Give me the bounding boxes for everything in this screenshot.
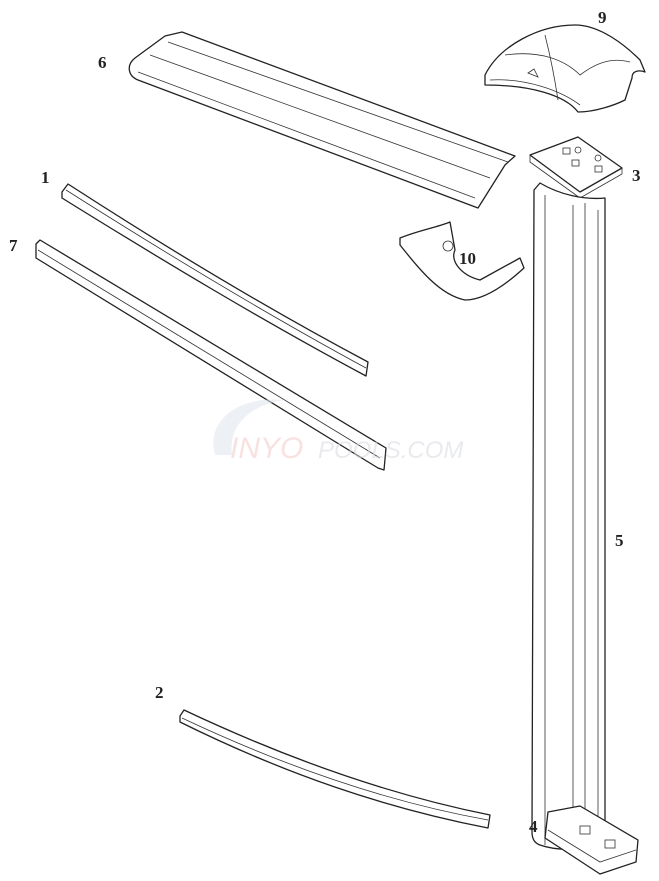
callout-6: 6 (98, 53, 107, 72)
part-7-stabilizer-rail[interactable] (35, 239, 387, 471)
part-10-cap-bracket[interactable] (399, 221, 525, 301)
part-4-bottom-plate[interactable] (544, 805, 639, 875)
callout-7: 7 (9, 236, 18, 255)
part-6-top-rail[interactable] (128, 31, 516, 209)
part-5-upright[interactable] (531, 182, 606, 850)
callout-10: 10 (459, 249, 476, 268)
part-9-top-cap[interactable] (484, 24, 646, 113)
part-2-bottom-track[interactable] (179, 709, 491, 829)
callout-5: 5 (615, 531, 624, 550)
watermark-text-inyo: INYO (230, 432, 303, 465)
watermark-text-pools: POOLS.COM (318, 437, 463, 464)
callout-2: 2 (155, 683, 164, 702)
callout-4: 4 (529, 817, 538, 836)
callout-9: 9 (598, 8, 607, 27)
callout-3: 3 (632, 166, 641, 185)
callout-1: 1 (41, 168, 50, 187)
part-1-top-track[interactable] (61, 183, 369, 377)
watermark-logo: INYO POOLS.COM (213, 399, 463, 465)
